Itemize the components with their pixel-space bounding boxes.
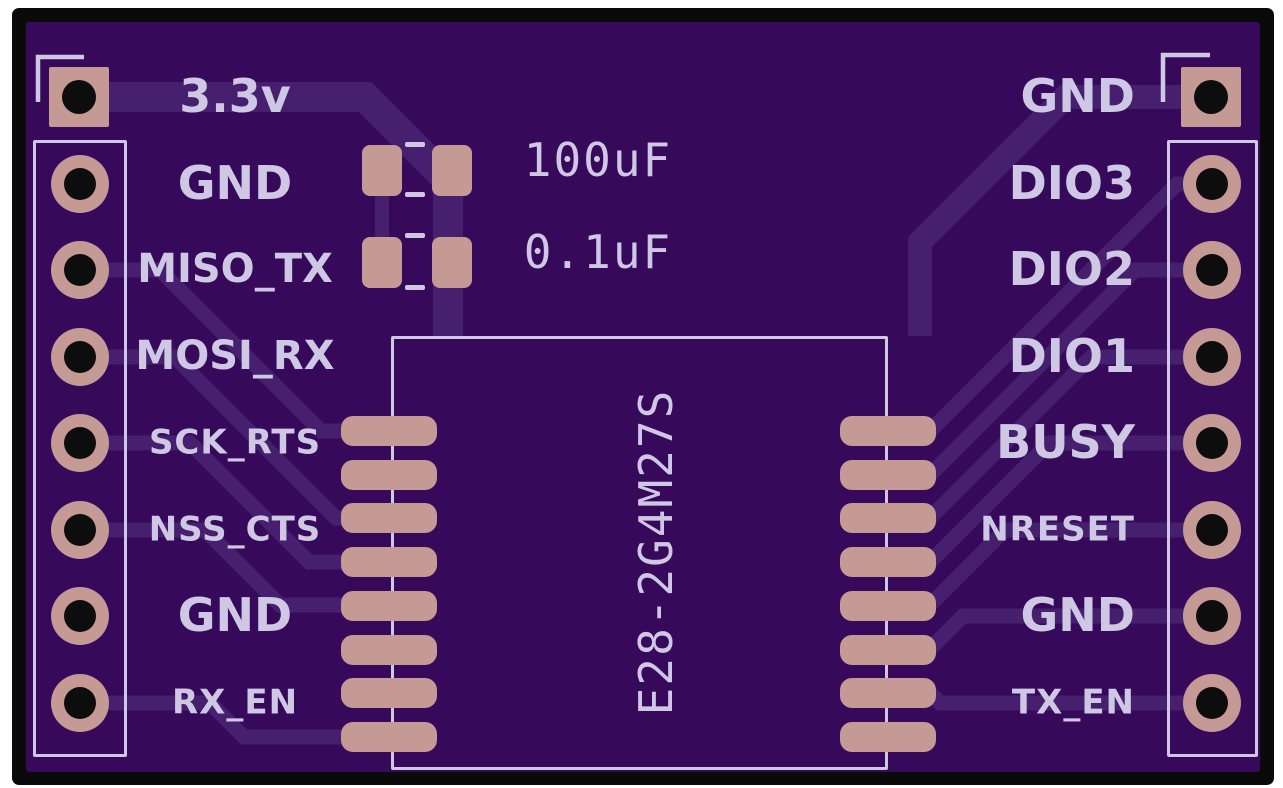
pad-sck-rts <box>51 414 109 472</box>
pad-dio1 <box>1183 328 1241 386</box>
module-pad-left <box>341 416 437 446</box>
drill-hole <box>64 254 96 286</box>
drill-hole <box>1196 600 1228 632</box>
module-name-label: E28-2G4M27S <box>629 388 683 716</box>
cap1-value-label: 100uF <box>523 133 673 187</box>
cap2-pad <box>362 237 402 288</box>
cap1-silk-dash <box>405 142 425 147</box>
pad-dio3 <box>1183 155 1241 213</box>
trace-rxen <box>80 695 345 745</box>
pad-nreset <box>1183 501 1241 559</box>
module-pad-left <box>341 460 437 490</box>
cap2-pad <box>432 237 472 288</box>
module-pad-right <box>840 547 936 577</box>
pin-label-mosi-rx: MOSI_RX <box>135 333 335 380</box>
pad-miso-tx <box>51 241 109 299</box>
pin-label-gnd-right2: GND <box>1020 588 1135 643</box>
pin-label-gnd2: GND <box>177 588 293 643</box>
pin-label-tx-en: TX_EN <box>1011 682 1135 723</box>
cap1-silk-dash <box>405 192 425 197</box>
pad-rx-en <box>51 674 109 732</box>
module-pad-left <box>341 678 437 708</box>
pin-label-sck-rts: SCK_RTS <box>148 422 322 463</box>
drill-hole <box>1196 168 1228 200</box>
drill-hole <box>64 514 96 546</box>
module-pad-right <box>840 416 936 446</box>
pin-label-dio3: DIO3 <box>1008 156 1135 211</box>
trace-gnd-right <box>908 85 1211 336</box>
trace-miso <box>80 262 345 439</box>
module-pad-right <box>840 635 936 665</box>
trace-3v3 <box>79 82 463 336</box>
pad-3v3 <box>49 67 109 127</box>
pin-label-dio2: DIO2 <box>1008 242 1135 297</box>
pad-dio2 <box>1183 241 1241 299</box>
pin-label-miso-tx: MISO_TX <box>137 246 333 293</box>
drill-hole <box>64 600 96 632</box>
cap2-silk-dash <box>405 233 425 238</box>
module-pad-right <box>840 678 936 708</box>
pad-gnd-right2 <box>1183 587 1241 645</box>
pin1-bracket-right <box>1160 52 1210 102</box>
module-pad-left <box>341 722 437 752</box>
drill-hole <box>64 687 96 719</box>
module-pad-left <box>341 547 437 577</box>
pin-label-3v3: 3.3v <box>179 69 291 124</box>
module-pad-right <box>840 460 936 490</box>
drill-hole <box>62 80 96 114</box>
cap2-value-label: 0.1uF <box>523 225 673 279</box>
pin-label-dio1: DIO1 <box>1008 329 1135 384</box>
drill-hole <box>1194 80 1228 114</box>
cap1-pad <box>362 145 402 196</box>
trace-nss <box>80 522 345 613</box>
pin-label-nreset: NRESET <box>980 509 1135 550</box>
pad-gnd-right <box>1181 67 1241 127</box>
pin-label-busy: BUSY <box>996 415 1135 470</box>
pad-gnd-left <box>51 155 109 213</box>
module-pad-right <box>840 722 936 752</box>
pin-label-gnd: GND <box>177 156 293 211</box>
drill-hole <box>1196 427 1228 459</box>
drill-hole <box>1196 254 1228 286</box>
cap2-silk-dash <box>405 285 425 290</box>
pin-label-gnd-right: GND <box>1020 69 1135 124</box>
pin1-bracket-left <box>35 54 84 102</box>
trace-mosi <box>80 349 345 526</box>
drill-hole <box>64 427 96 459</box>
module-pad-right <box>840 591 936 621</box>
pin-label-nss-cts: NSS_CTS <box>148 509 322 550</box>
pad-nss-cts <box>51 501 109 559</box>
drill-hole <box>64 341 96 373</box>
drill-hole <box>64 168 96 200</box>
pad-mosi-rx <box>51 328 109 386</box>
drill-hole <box>1196 514 1228 546</box>
module-pad-left <box>341 591 437 621</box>
trace-sck <box>80 435 345 570</box>
cap1-pad <box>432 145 472 196</box>
drill-hole <box>1196 687 1228 719</box>
module-pad-left <box>341 503 437 533</box>
right-header-outline <box>1167 140 1258 757</box>
pad-tx-en <box>1183 674 1241 732</box>
pin-label-rx-en: RX_EN <box>171 682 299 723</box>
left-header-outline <box>33 140 127 757</box>
module-pad-left <box>341 635 437 665</box>
pad-gnd-left2 <box>51 587 109 645</box>
pad-busy <box>1183 414 1241 472</box>
drill-hole <box>1196 341 1228 373</box>
module-pad-right <box>840 503 936 533</box>
